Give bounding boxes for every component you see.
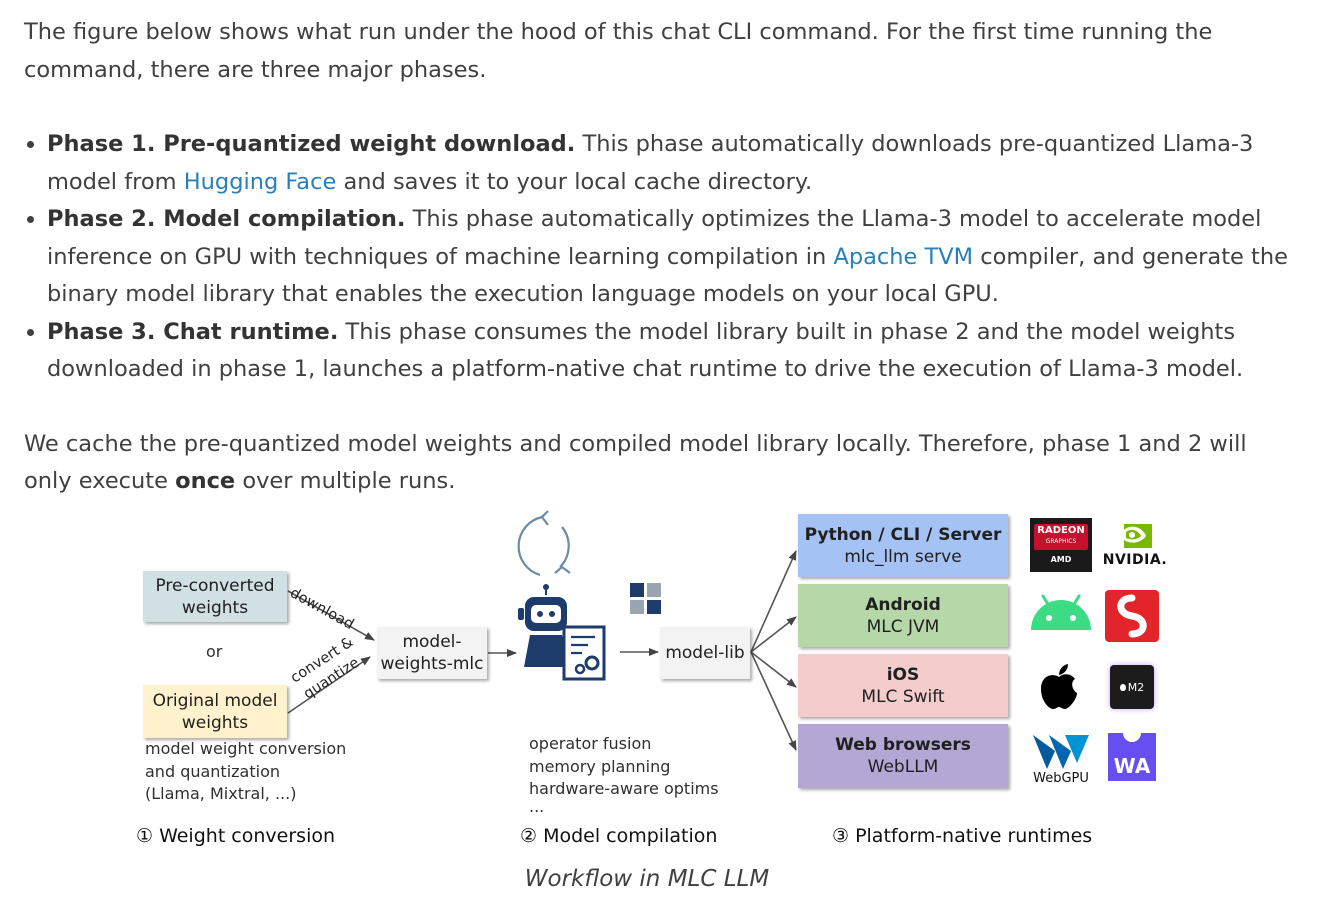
platform-title: iOS [886,664,920,685]
phase-text: and saves it to your local cache directo… [336,168,813,195]
download-arrow [287,590,375,641]
cache-text: We cache the pre-quantized model weights… [24,430,1247,495]
phase-text: compiler, and generate the binary model … [47,243,1288,308]
model-lib-label: model-lib [665,643,745,663]
model-lib-box: model-lib [660,627,750,679]
platform-sub: MLC JVM [866,616,940,637]
platform-ios: iOS MLC Swift [798,654,1008,717]
workflow-figure: Pre-converted weights or Original model … [130,505,1180,850]
intro-paragraph: The figure below shows what run under th… [24,19,1213,83]
lib-to-android-arrow [750,616,797,653]
model-weights-l2: weights-mlc [380,654,484,674]
cache-bold: once [175,468,236,494]
phase-title: Phase 1. Pre-quantized weight download. [47,131,576,157]
hugging-face-link[interactable]: Hugging Face [183,168,337,195]
wasm-notch [1123,733,1141,742]
phase-label-model-compilation: ② Model compilation [520,825,718,847]
note-line: ... [529,796,545,816]
conversion-note: model weight conversion and quantization… [145,738,346,806]
platform-title: Web browsers [835,735,971,755]
platform-sub: WebLLM [867,757,939,777]
phase-title: Phase 3. Chat runtime. [47,318,339,345]
cycle-icon [517,510,571,577]
snapdragon-logo-icon [1105,590,1159,646]
cache-text: over multiple runs. [235,468,456,494]
preconverted-label: Pre-converted weights [155,575,275,618]
lib-to-python-arrow [750,550,797,653]
figure-caption: Workflow in MLC LLM [524,866,770,892]
note-line: memory planning [529,756,671,776]
phase-text: This phase automatically downloads pre-q… [47,131,1254,195]
preconverted-weights-box: Pre-converted weights [143,571,287,622]
compilation-note: operator fusion memory planning hardware… [529,733,719,816]
note-line: hardware-aware optims [529,779,719,798]
phase-item-3: Phase 3. Chat runtime. This phase consum… [47,314,1294,389]
platform-sub: mlc_llm serve [844,546,962,567]
phase-label-platform-runtimes: ③ Platform-native runtimes [832,825,1093,847]
nvidia-logo-icon: NVIDIA. [1100,518,1170,572]
phase-label-weight-conversion: ① Weight conversion [136,825,336,847]
nvidia-text: NVIDIA. [1102,552,1168,568]
phase-text: This phase automatically optimizes the L… [47,206,1262,270]
m2-text: M2 [1127,680,1145,694]
android-logo-icon [1028,590,1094,636]
workflow-arrows [287,510,797,751]
phase-item-2: Phase 2. Model compilation. This phase a… [47,201,1294,314]
amd-text: AMD [1050,555,1072,564]
note-line: operator fusion [529,734,652,753]
original-weights-box: Original model weights [143,685,287,738]
wa-text: WA [1113,754,1151,778]
apple-logo-icon [1037,663,1081,715]
note-line: (Llama, Mixtral, ...) [145,784,297,803]
apache-tvm-link[interactable]: Apache TVM [833,243,974,270]
model-weights-l1: model- [402,632,462,652]
platform-title: Python / CLI / Server [804,524,1002,545]
tvm-logo-icon [630,583,661,614]
webgpu-logo-icon: WebGPU [1028,733,1094,786]
note-line: model weight conversion [145,739,347,758]
phase-list: Phase 1. Pre-quantized weight download. … [24,126,1294,389]
note-line: and quantization [145,761,280,781]
graphics-text: GRAPHICS [1045,538,1077,545]
m2-apple-glyph [1119,683,1126,691]
platform-web: Web browsers WebLLM [798,724,1008,788]
phase-title: Phase 2. Model compilation. [47,206,406,232]
platform-android: Android MLC JVM [798,584,1008,647]
platform-title: Android [865,594,941,615]
amd-radeon-logo-icon: RADEON GRAPHICS AMD [1030,518,1092,572]
phase-text: This phase consumes the model library bu… [47,318,1244,383]
original-label: Original model weights [152,690,278,733]
lib-to-web-arrow [750,651,797,751]
radeon-text: RADEON [1037,525,1085,536]
robot-compiler-icon [518,584,606,681]
or-label: or [206,642,223,661]
phase-item-1: Phase 1. Pre-quantized weight download. … [47,126,1294,201]
convert-arrow [287,656,371,714]
cache-paragraph: We cache the pre-quantized model weights… [24,426,1294,501]
model-weights-mlc-box: model- weights-mlc [377,627,487,679]
apple-m2-chip-icon: M2 [1110,665,1154,709]
lib-to-ios-arrow [750,651,797,688]
platform-sub: MLC Swift [861,686,945,707]
platform-python: Python / CLI / Server mlc_llm serve [798,514,1008,577]
webgpu-text: WebGPU [1033,771,1089,786]
article-body: The figure below shows what run under th… [24,14,1294,501]
